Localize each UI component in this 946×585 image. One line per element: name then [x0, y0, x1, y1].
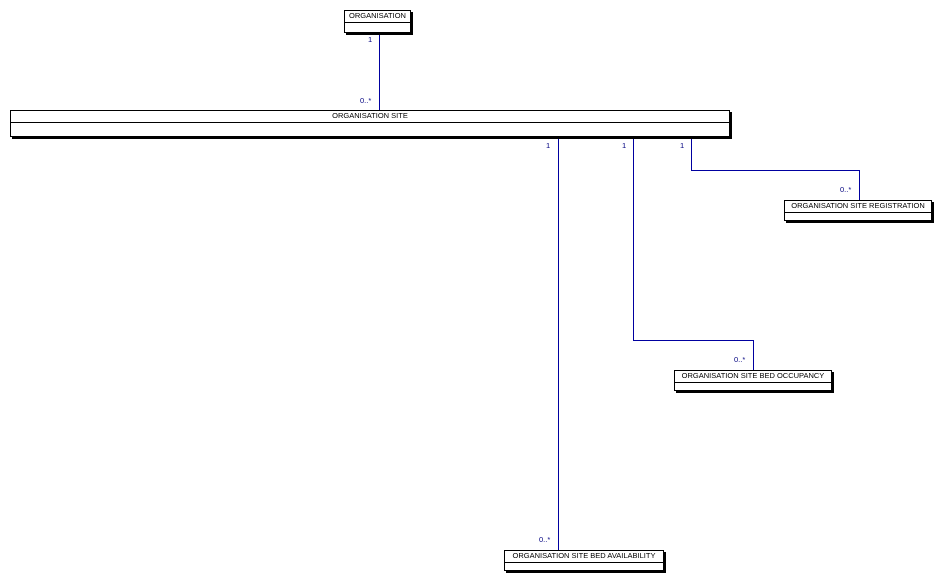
relationship-line-bed-occupancy[interactable]: [633, 138, 754, 370]
multiplicity-occupancy-one: 1: [622, 141, 627, 150]
multiplicity-organisation-one: 1: [368, 35, 373, 44]
multiplicity-availability-one: 1: [546, 141, 551, 150]
entity-organisation[interactable]: ORGANISATION: [344, 10, 411, 33]
multiplicity-organisation-site-many: 0..*: [360, 96, 372, 105]
entity-title: ORGANISATION SITE BED OCCUPANCY: [675, 371, 831, 383]
entity-organisation-site-registration[interactable]: ORGANISATION SITE REGISTRATION: [784, 200, 932, 221]
entity-title: ORGANISATION SITE BED AVAILABILITY: [505, 551, 663, 563]
multiplicity-registration-one: 1: [680, 141, 685, 150]
multiplicity-registration-many: 0..*: [840, 185, 852, 194]
entity-title: ORGANISATION SITE REGISTRATION: [785, 201, 931, 213]
entity-title: ORGANISATION: [345, 11, 410, 23]
relationship-line-registration[interactable]: [691, 138, 860, 200]
multiplicity-availability-many: 0..*: [539, 535, 551, 544]
entity-organisation-site-bed-occupancy[interactable]: ORGANISATION SITE BED OCCUPANCY: [674, 370, 832, 391]
entity-organisation-site-bed-availability[interactable]: ORGANISATION SITE BED AVAILABILITY: [504, 550, 664, 571]
multiplicity-occupancy-many: 0..*: [734, 355, 746, 364]
entity-title: ORGANISATION SITE: [11, 111, 729, 123]
entity-organisation-site[interactable]: ORGANISATION SITE: [10, 110, 730, 137]
